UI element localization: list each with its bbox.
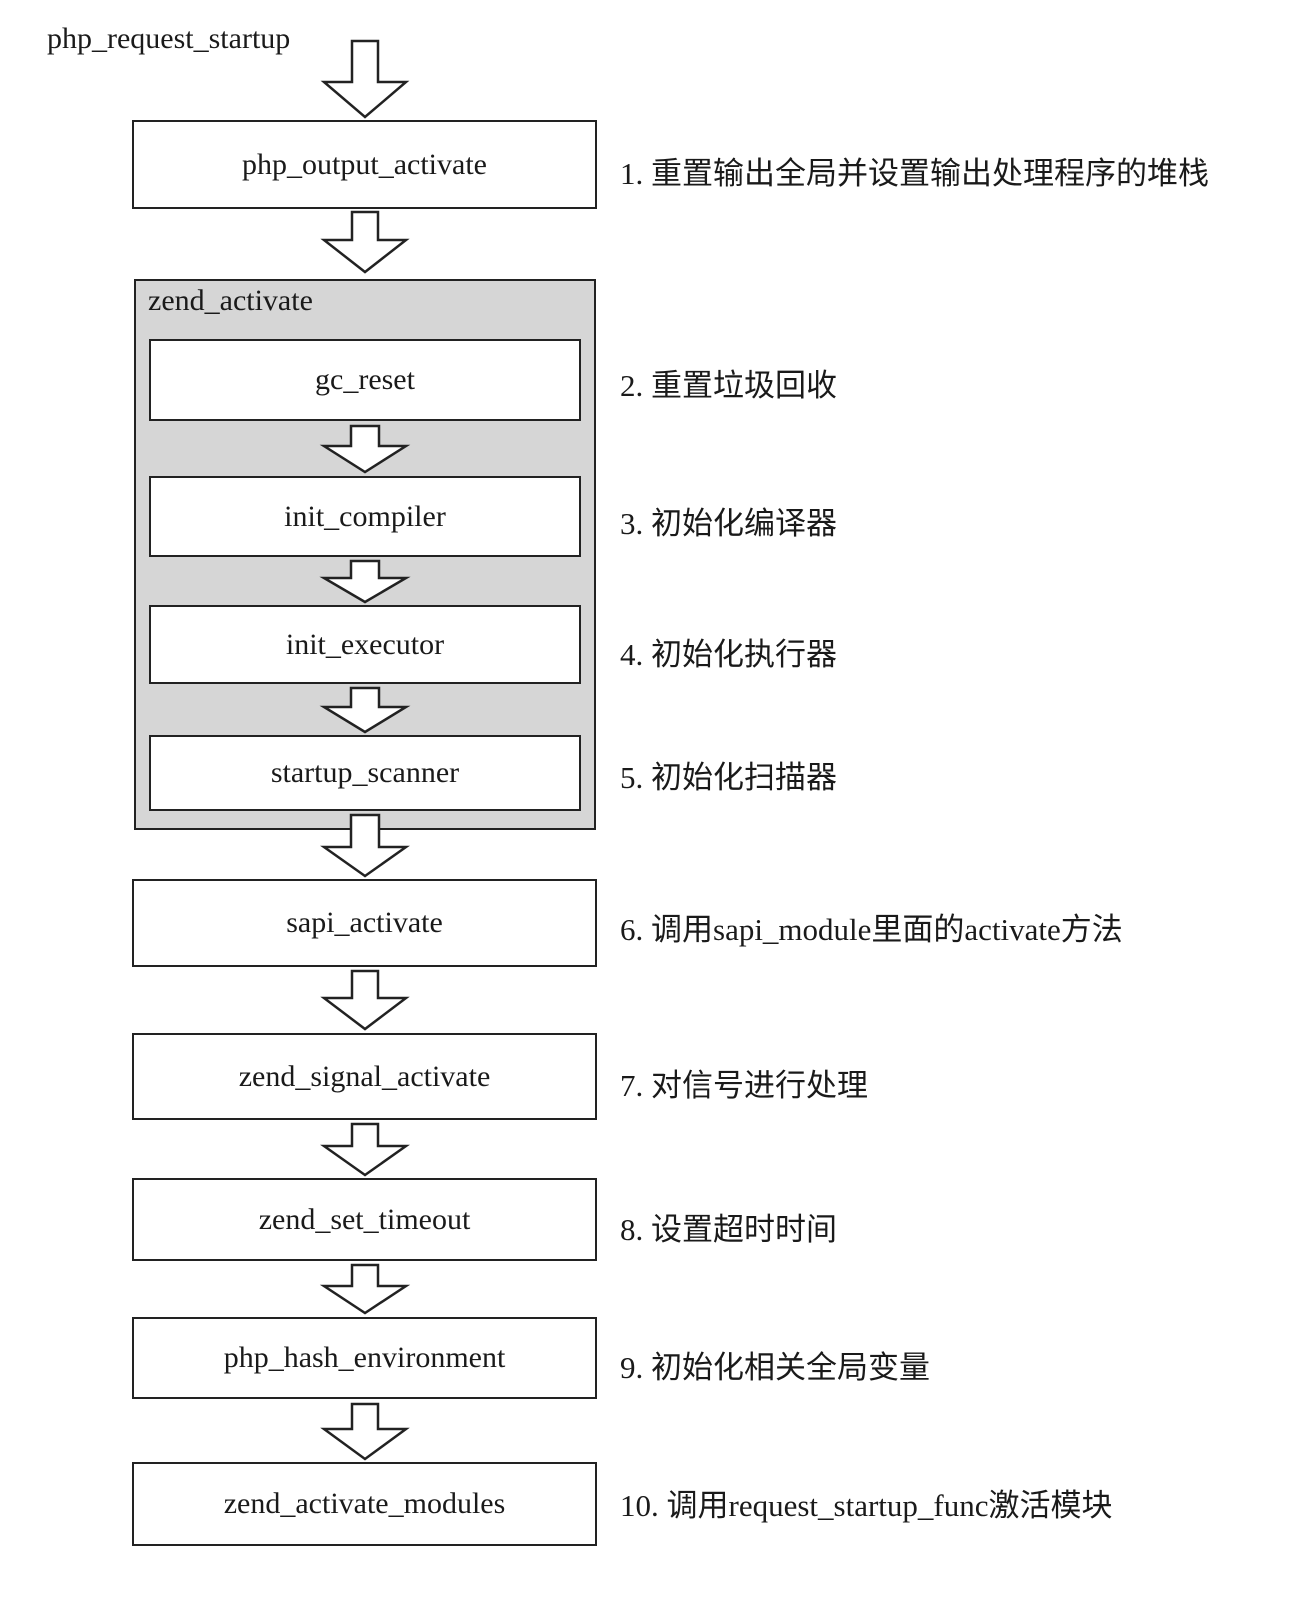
flow-arrow-3 [319,424,411,474]
step-note-7: 7. 对信号进行处理 [620,1068,868,1103]
step-box-init-compiler: init_compiler [149,476,581,557]
zend-activate-group-label: zend_activate [148,284,313,317]
step-note-10: 10. 调用request_startup_func激活模块 [620,1488,1113,1523]
step-note-5: 5. 初始化扫描器 [620,760,837,795]
entry-label: php_request_startup [47,22,291,55]
step-box-zend-signal-activate: zend_signal_activate [132,1033,597,1120]
step-box-php-output-activate: php_output_activate [132,120,597,209]
step-note-9: 9. 初始化相关全局变量 [620,1350,930,1385]
flow-arrow-10 [320,1402,410,1461]
flow-arrow-9 [319,1263,411,1315]
step-note-3: 3. 初始化编译器 [620,506,837,541]
step-box-startup-scanner: startup_scanner [149,735,581,811]
flow-arrow-7 [320,969,410,1031]
flow-arrow-5 [319,686,411,734]
step-note-8: 8. 设置超时时间 [620,1212,837,1247]
step-note-4: 4. 初始化执行器 [620,637,837,672]
step-note-2: 2. 重置垃圾回收 [620,368,837,403]
flow-arrow-8 [320,1122,410,1177]
flow-arrow-1 [320,39,410,119]
step-note-1: 1. 重置输出全局并设置输出处理程序的堆栈 [620,156,1209,191]
step-box-sapi-activate: sapi_activate [132,879,597,967]
step-box-php-hash-environment: php_hash_environment [132,1317,597,1399]
step-box-zend-set-timeout: zend_set_timeout [132,1178,597,1261]
flow-arrow-6 [320,813,410,878]
flow-arrow-2 [320,210,410,274]
step-box-gc-reset: gc_reset [149,339,581,421]
step-box-zend-activate-modules: zend_activate_modules [132,1462,597,1546]
step-box-init-executor: init_executor [149,605,581,684]
step-note-6: 6. 调用sapi_module里面的activate方法 [620,912,1123,947]
flow-arrow-4 [319,559,411,604]
